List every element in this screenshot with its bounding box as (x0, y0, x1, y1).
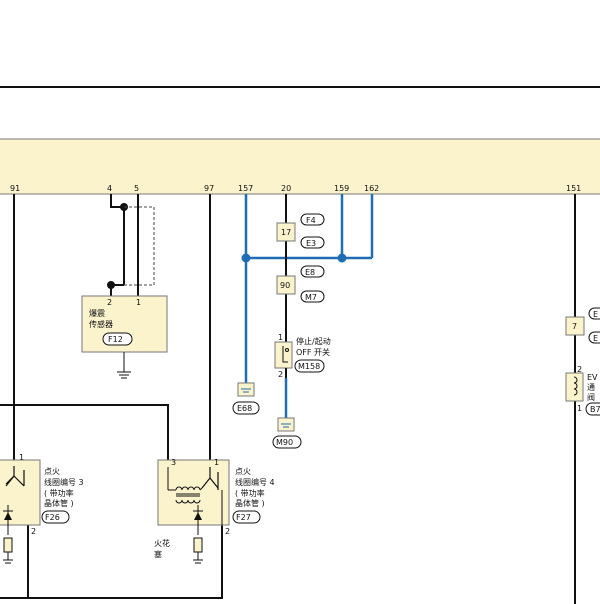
coil4-label-3: ( 带功率 (235, 488, 265, 498)
evap-valve-box (565, 372, 584, 402)
joint-17-conn-bottom-label: E3 (306, 239, 316, 248)
knock-shield (124, 206, 155, 286)
joint-90-conn-top-label: E8 (305, 268, 315, 277)
evap-valve-solenoid (573, 376, 578, 396)
joint-17-label: 17 (281, 228, 291, 237)
coil3-label-1: 点火 (44, 467, 60, 476)
ignition-switch-contact (285, 348, 289, 352)
coil4-connector-label: F27 (236, 513, 251, 522)
ground-e68-connector (232, 401, 260, 415)
ground-m90-connector (272, 435, 302, 449)
evap-conn-top-label: E (593, 310, 598, 319)
coil4-pin-3: 3 (171, 458, 176, 467)
coil3-transistor-a (5, 475, 15, 487)
ignition-switch-pin-2: 2 (278, 370, 283, 379)
splice-blue-left (241, 253, 251, 263)
knock-sensor-pin-2: 2 (107, 298, 112, 307)
ground-e68-label: E68 (237, 404, 252, 413)
evap-valve-connector (585, 402, 600, 416)
ecm-pin-20: 20 (281, 184, 291, 193)
ecm-box (0, 138, 600, 195)
coil3-label-4: 晶体管 ) (44, 498, 74, 508)
coil3-label-3: ( 带功率 (44, 488, 74, 498)
joint-17-conn-bottom (300, 236, 325, 249)
coil4-box (157, 459, 230, 526)
splice-blue-right (337, 253, 347, 263)
joint-90-label: 90 (280, 281, 290, 290)
evap-valve-label-3: 阀 (587, 393, 595, 402)
coil3-pin-2: 2 (31, 527, 36, 536)
coil3-box (0, 459, 41, 526)
coil4-label-1: 点火 (235, 467, 251, 476)
evap-joint-box (565, 316, 585, 336)
ecm-pin-5: 5 (134, 184, 139, 193)
spark-plug-label-1: 火花 (154, 538, 170, 548)
ecm-pin-151: 151 (566, 184, 581, 193)
joint-17-conn-top-label: F4 (306, 216, 316, 225)
joint-90-box (276, 275, 296, 295)
ecm-pin-97: 97 (204, 184, 214, 193)
coil3-pin-1: 1 (19, 453, 24, 462)
coil3-label-2: 线圈编号 3 (44, 477, 84, 487)
evap-valve-connector-label: B7 (590, 405, 600, 414)
ground-m90-label: M90 (276, 438, 293, 447)
spark-plug-label-2: 塞 (154, 549, 162, 559)
coil4-primary-winding (175, 486, 201, 491)
spark-plug3-body (3, 537, 13, 553)
coil4-transistor-c (209, 477, 219, 489)
coil4-secondary-winding (175, 499, 201, 504)
evap-valve-label-1: EV (587, 373, 598, 382)
evap-valve-label-2: 通 (587, 382, 595, 392)
coil4-pin-1: 1 (214, 458, 219, 467)
joint-90-conn-bottom (300, 290, 325, 303)
evap-conn-top (588, 307, 600, 320)
coil4-transistor-b (201, 477, 211, 489)
ecm-pin-162: 162 (364, 184, 379, 193)
ignition-switch-connector (294, 359, 325, 373)
wire-coil-loop (0, 404, 169, 460)
ignition-switch-label-2: OFF 开关 (296, 347, 330, 357)
ignition-switch-connector-label: M158 (298, 362, 320, 371)
joint-17-box (276, 222, 296, 242)
evap-valve-pin-1: 1 (577, 404, 582, 413)
evap-valve-pin-2: 2 (577, 365, 582, 374)
ecm-pin-91: 91 (10, 184, 20, 193)
coil3-transistor-b (13, 475, 25, 487)
evap-joint-label: 7 (572, 322, 577, 331)
evap-conn-bottom-label: E (593, 334, 598, 343)
knock-sensor-pin-1: 1 (136, 298, 141, 307)
joint-90-conn-top (300, 265, 325, 278)
ecm-pin-4: 4 (107, 184, 112, 193)
coil4-label-4: 晶体管 ) (235, 498, 265, 508)
joint-17-conn-top (300, 213, 325, 226)
ecm-pin-159: 159 (334, 184, 349, 193)
coil4-connector (232, 510, 261, 524)
knock-sensor-label-2: 传感器 (89, 319, 113, 329)
coil4-diode (194, 512, 202, 520)
coil4-label-2: 线圈编号 4 (235, 477, 275, 487)
knock-sensor-connector (102, 332, 133, 346)
ecm-pin-157: 157 (238, 184, 253, 193)
ignition-switch-pin-1: 1 (278, 333, 283, 342)
evap-conn-bottom (588, 331, 600, 344)
coil4-pin-2: 2 (225, 527, 230, 536)
joint-90-conn-bottom-label: M7 (305, 293, 317, 302)
knock-sensor-connector-label: F12 (108, 335, 123, 344)
wire-pin4 (110, 194, 124, 208)
coil3-connector-label: F26 (45, 513, 60, 522)
coil4-transistor-emitter (199, 487, 203, 491)
ignition-switch-label-1: 停止/起动 (296, 336, 331, 346)
spark-plug4-body (193, 537, 203, 553)
coil3-connector (41, 510, 70, 524)
knock-sensor-label-1: 爆震 (89, 308, 105, 318)
ignition-switch-symbol (282, 346, 288, 363)
wire-bottom-loop (0, 525, 223, 599)
